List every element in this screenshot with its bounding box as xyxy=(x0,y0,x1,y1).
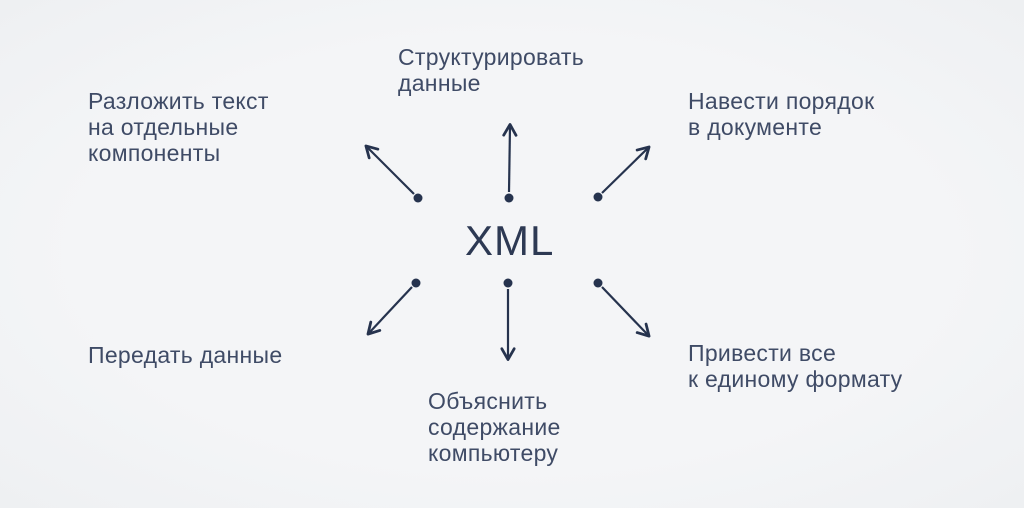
arrow-up-right xyxy=(593,145,651,202)
label-transfer-data: Передать данные xyxy=(88,342,283,368)
arrow-up-left-dot xyxy=(413,193,423,203)
center-node-label: XML xyxy=(465,217,555,264)
arrow-up-right-line xyxy=(601,145,651,194)
arrow-down-right-dot xyxy=(593,278,603,288)
label-structure-data: Структурировать данные xyxy=(398,44,585,96)
arrow-down-dot xyxy=(503,278,513,288)
arrow-up-left xyxy=(364,144,423,203)
label-explain-content: Объяснить содержание компьютеру xyxy=(428,388,561,466)
arrow-up-left-line xyxy=(364,144,415,195)
arrow-up-line xyxy=(502,123,518,193)
arrow-up-right-dot xyxy=(593,192,603,202)
arrow-up xyxy=(502,123,518,203)
arrow-down-right-line xyxy=(601,286,651,338)
arrow-down-left-dot xyxy=(411,278,421,288)
arrow-down-left xyxy=(366,278,421,336)
arrow-down xyxy=(500,278,516,361)
label-decompose-text: Разложить текст на отдельные компоненты xyxy=(88,88,269,166)
arrow-down-left-line xyxy=(366,286,413,336)
label-tidy-document: Навести порядок в документе xyxy=(688,88,875,140)
label-unify-format: Привести все к единому формату xyxy=(688,340,903,392)
arrow-up-dot xyxy=(504,193,514,203)
arrow-down-right xyxy=(593,278,651,338)
